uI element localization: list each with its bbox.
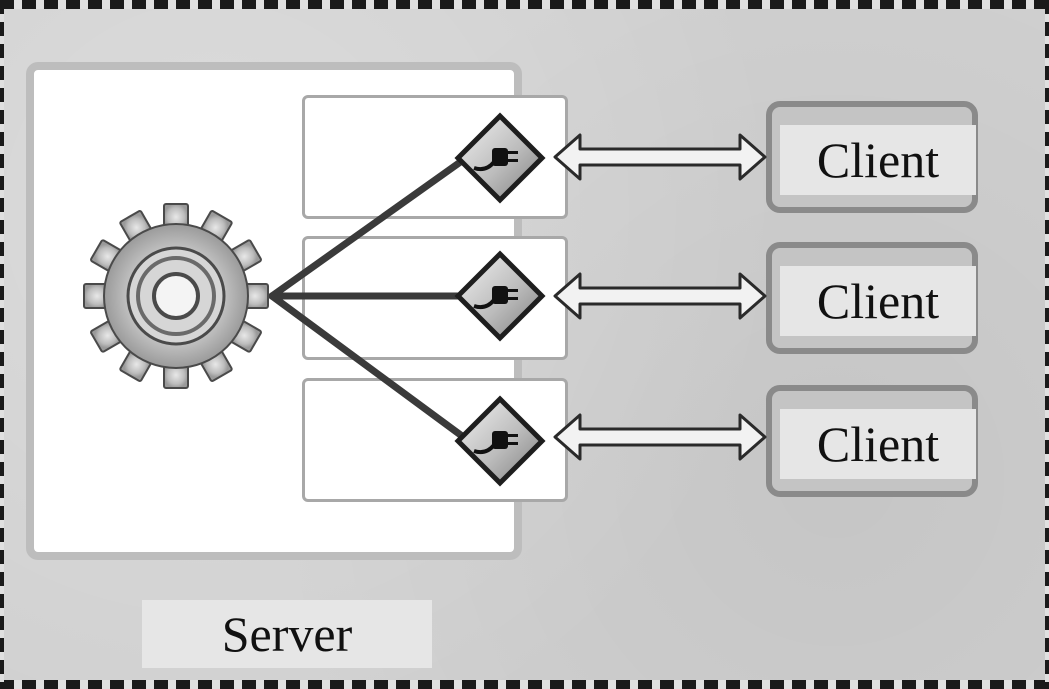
plug-icon: [454, 250, 546, 342]
socket-line-1: [268, 154, 470, 300]
double-arrow-2: [553, 272, 767, 320]
client-label-1: Client: [780, 125, 976, 195]
border-bottom: [0, 680, 1049, 689]
client-box-2: Client: [766, 242, 978, 354]
plug-icon: [454, 112, 546, 204]
socket-line-3: [268, 292, 466, 440]
client-box-3: Client: [766, 385, 978, 497]
server-label: Server: [142, 600, 432, 668]
client-label-3: Client: [780, 409, 976, 479]
border-top: [0, 0, 1049, 9]
server-socket-lines: [268, 154, 470, 440]
double-arrow-1: [553, 133, 767, 181]
client-box-1: Client: [766, 101, 978, 213]
border-left: [0, 0, 4, 689]
gear-icon: [83, 203, 269, 389]
border-right: [1045, 0, 1049, 689]
plug-icon: [454, 395, 546, 487]
double-arrow-3: [553, 413, 767, 461]
client-label-2: Client: [780, 266, 976, 336]
